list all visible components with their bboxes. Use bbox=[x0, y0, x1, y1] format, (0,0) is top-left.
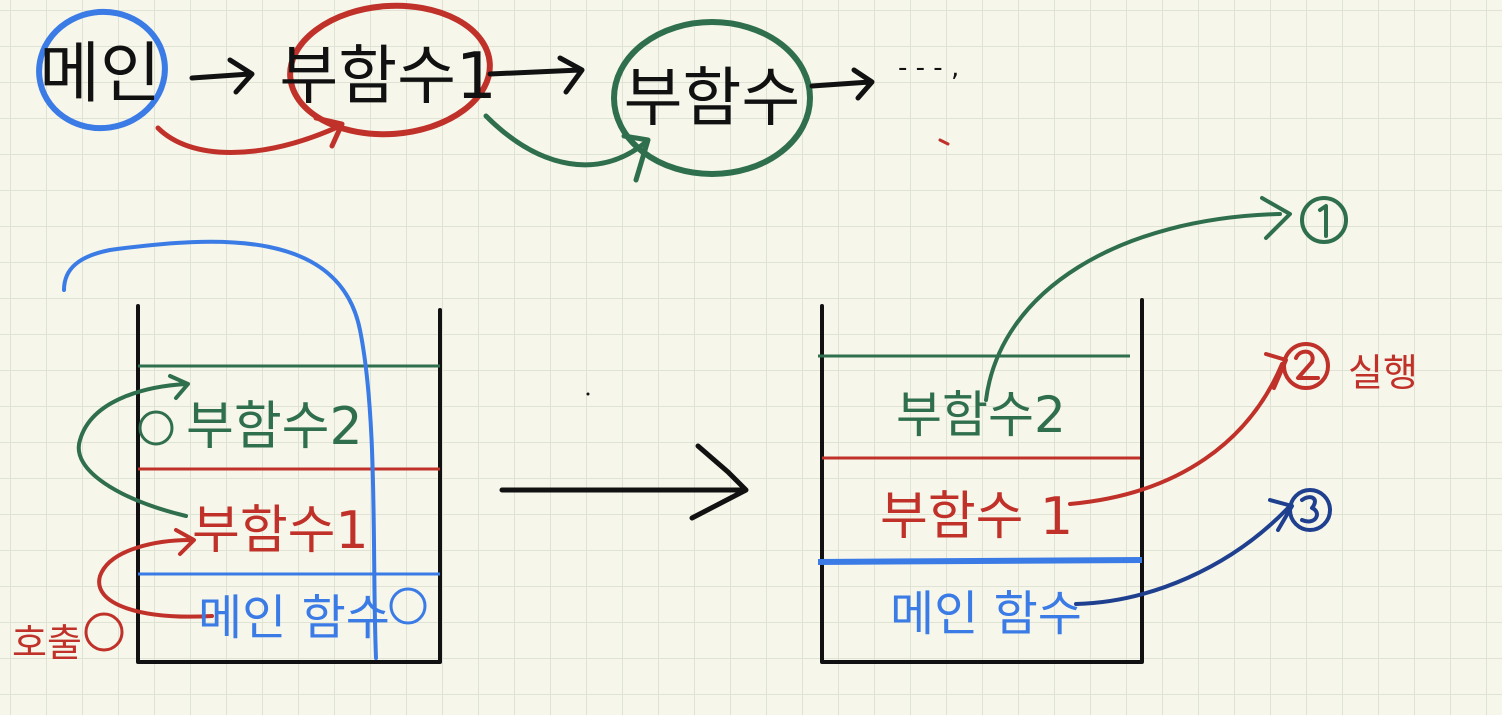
right-arrow-navy bbox=[1074, 498, 1294, 606]
outcome-2-note: 실행 bbox=[1348, 351, 1418, 395]
left-red-loop bbox=[97, 528, 214, 619]
left-stack: ③ 부함수2 부함수1 메인 함수 ① 호출 ② bbox=[12, 239, 442, 665]
left-side-label: 호출 bbox=[12, 621, 82, 665]
left-marker-3-circle bbox=[138, 410, 174, 446]
sub2-circle bbox=[611, 19, 813, 177]
flow-sub1-label: 부함수1 bbox=[279, 40, 496, 114]
stray-dot bbox=[586, 392, 590, 396]
flow-arrow-1 bbox=[189, 57, 255, 95]
flow-ellipsis: - - - , bbox=[898, 53, 959, 83]
left-blue-arc bbox=[62, 239, 378, 660]
outcome-1-circle bbox=[1300, 196, 1348, 244]
right-divider-blue bbox=[817, 557, 1143, 565]
right-sub1-label: 부함수 1 bbox=[880, 487, 1073, 547]
left-green-loop bbox=[76, 374, 190, 518]
top-flow: 메인 부함수1 부함수 - - - , bbox=[36, 2, 959, 183]
outcome-3-glyph bbox=[1300, 495, 1319, 524]
outcome-1-glyph bbox=[1318, 204, 1328, 238]
flow-arrow-3 bbox=[809, 67, 875, 101]
right-arrow-red bbox=[1068, 352, 1288, 506]
call-arrow-green bbox=[483, 113, 651, 183]
right-stack-container bbox=[820, 298, 1144, 664]
transition-arrow bbox=[499, 443, 749, 521]
outcome-2-circle bbox=[1282, 342, 1330, 390]
flow-arrow-2 bbox=[487, 55, 585, 95]
left-main-label: 메인 함수 bbox=[198, 590, 390, 646]
left-stack-container bbox=[136, 304, 442, 664]
sub1-circle bbox=[287, 2, 493, 138]
right-sub2-label: 부함수2 bbox=[896, 386, 1066, 444]
right-stack: 부함수2 부함수 1 메인 함수 ① ② 실행 ③ bbox=[817, 196, 1418, 664]
left-sub1-label: 부함수1 bbox=[192, 501, 369, 561]
left-sub2-label: 부함수2 bbox=[186, 397, 363, 457]
outcome-2-glyph bbox=[1294, 349, 1320, 380]
main-circle bbox=[36, 8, 168, 132]
stray-red-mark bbox=[938, 138, 950, 146]
flow-main-label: 메인 bbox=[39, 35, 160, 112]
flow-sub2-label: 부함수 bbox=[624, 62, 801, 136]
outcome-3-circle bbox=[1288, 488, 1332, 532]
left-marker-2-circle bbox=[84, 612, 124, 652]
left-marker-1-circle bbox=[389, 587, 427, 625]
call-arrow-red bbox=[155, 115, 345, 155]
right-main-label: 메인 함수 bbox=[890, 586, 1082, 642]
right-arrow-green bbox=[984, 196, 1292, 402]
